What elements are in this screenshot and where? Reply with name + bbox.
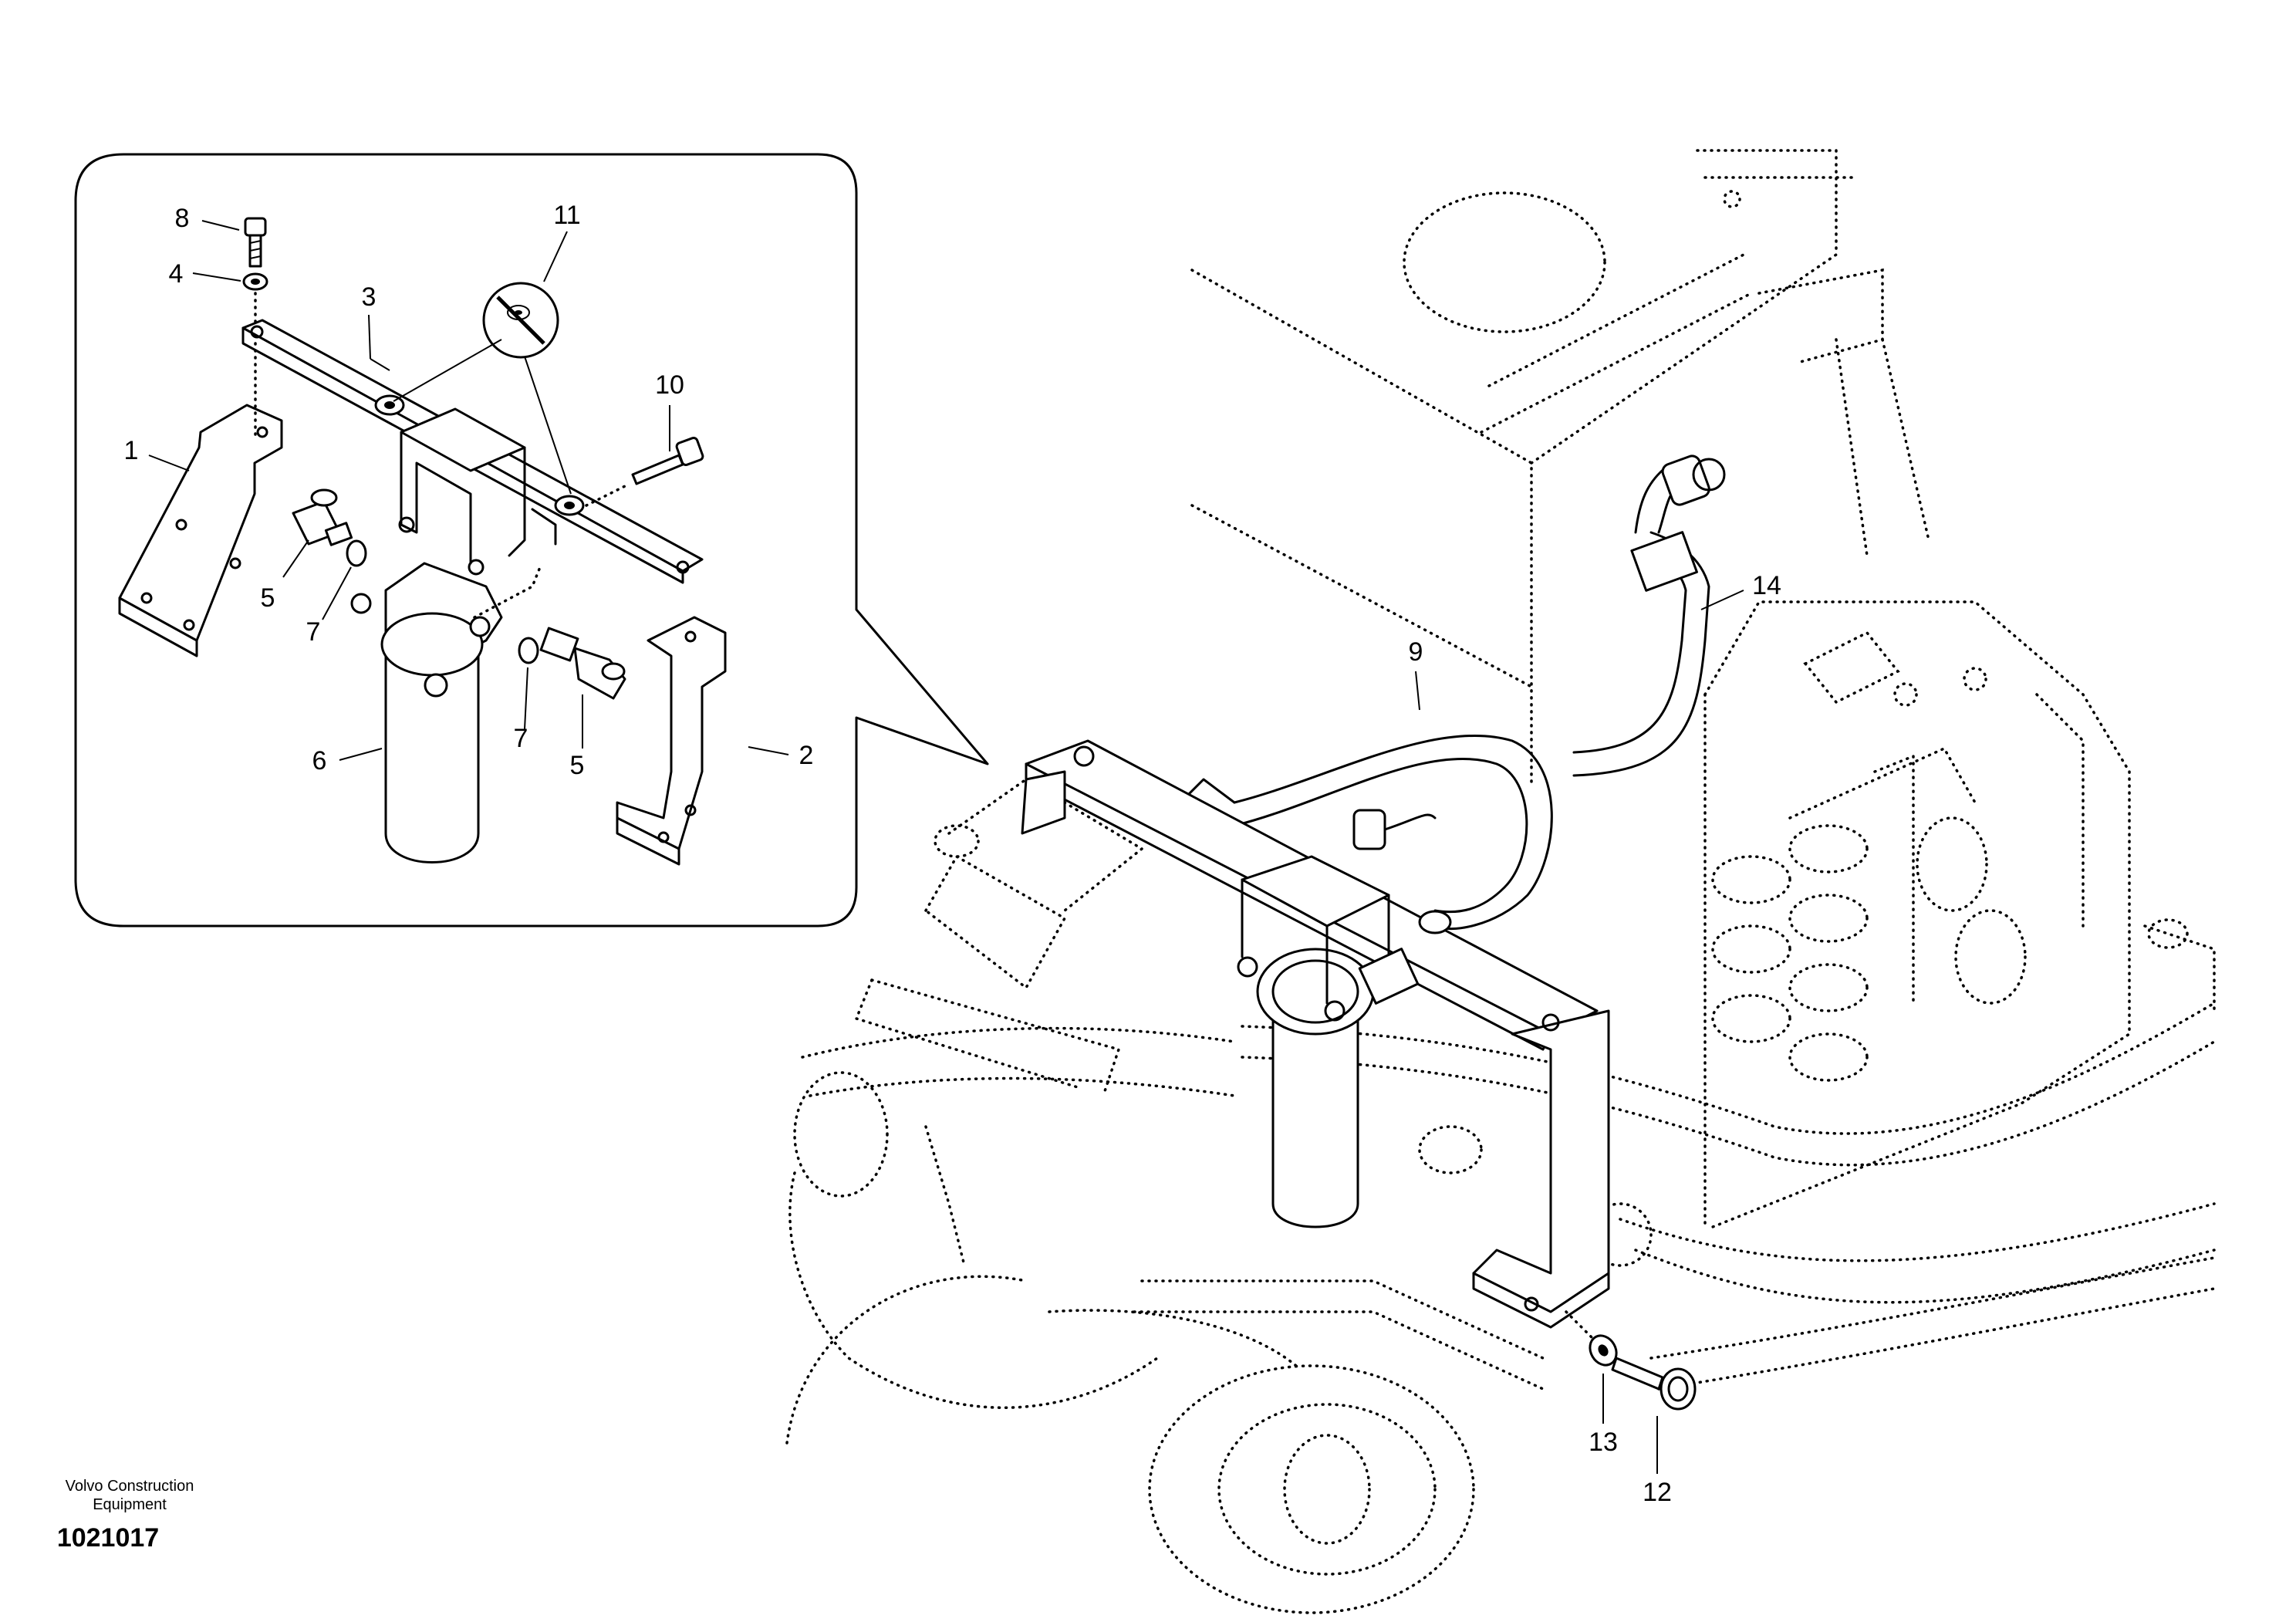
leader-lines <box>148 220 1744 1474</box>
fastener-12-bolt <box>1611 1357 1697 1411</box>
figure-number: 1021017 <box>57 1523 159 1553</box>
callout-9: 9 <box>1409 637 1423 667</box>
bolt-10 <box>631 437 704 485</box>
not-reusable-symbol-11 <box>482 282 559 359</box>
machine-background-outline <box>785 149 2216 1614</box>
bracket-2 <box>616 616 727 866</box>
filter-assembly <box>1021 739 1610 1329</box>
callout-8: 8 <box>175 204 190 233</box>
o-ring-7-left <box>346 539 367 567</box>
filter-6 <box>350 562 503 863</box>
o-ring-7-right <box>518 637 539 664</box>
callout-7-left: 7 <box>306 617 321 647</box>
callout-14: 14 <box>1752 571 1781 600</box>
callout-13: 13 <box>1589 1428 1618 1457</box>
washer-4 <box>242 272 268 291</box>
callout-4: 4 <box>169 259 184 289</box>
callout-11: 11 <box>553 201 580 230</box>
callout-labels: 8 4 3 11 10 1 5 7 6 7 5 2 9 14 13 12 <box>124 201 1781 1507</box>
footer: Volvo Construction Equipment 1021017 <box>57 1478 194 1553</box>
detail-callout-box <box>74 153 989 928</box>
fitting-5-right <box>539 627 626 700</box>
company-name-line1: Volvo Construction <box>66 1478 194 1495</box>
callout-1: 1 <box>124 436 139 465</box>
callout-2: 2 <box>799 741 814 770</box>
bolt-8 <box>244 217 267 268</box>
fastener-13-washer <box>1589 1334 1618 1367</box>
bracket-3 <box>241 319 704 584</box>
company-name-line2: Equipment <box>93 1496 167 1513</box>
callout-7-right: 7 <box>514 724 528 753</box>
callout-5-right: 5 <box>570 751 585 780</box>
callout-10: 10 <box>655 370 684 400</box>
callout-12: 12 <box>1643 1478 1672 1507</box>
exploded-parts <box>118 217 727 866</box>
bracket-1 <box>118 404 283 657</box>
callout-3: 3 <box>362 282 376 312</box>
callout-6: 6 <box>312 746 327 776</box>
callout-5-left: 5 <box>261 583 275 613</box>
hose-14 <box>1572 454 1726 777</box>
fitting-5-left <box>292 488 353 546</box>
